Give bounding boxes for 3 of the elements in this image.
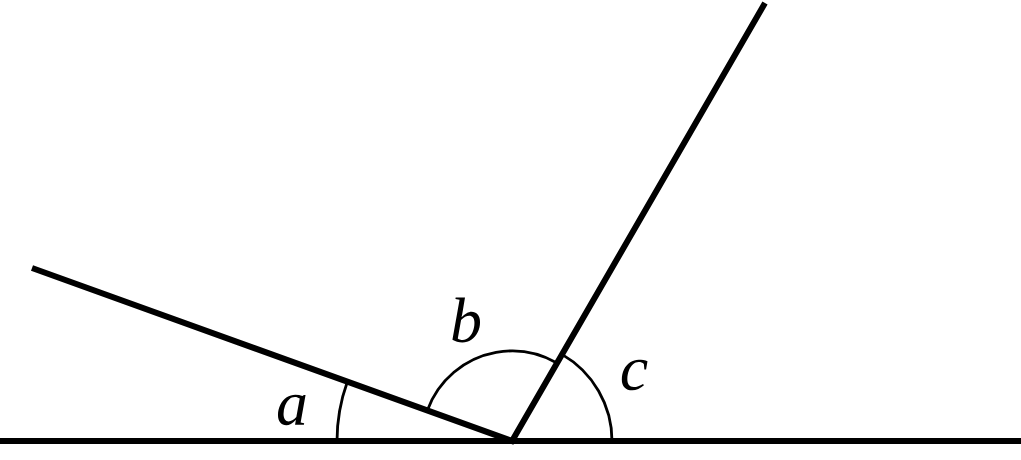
angle-label: c — [621, 359, 648, 391]
angle-label: b — [452, 297, 480, 343]
angle-label: a — [277, 394, 306, 426]
